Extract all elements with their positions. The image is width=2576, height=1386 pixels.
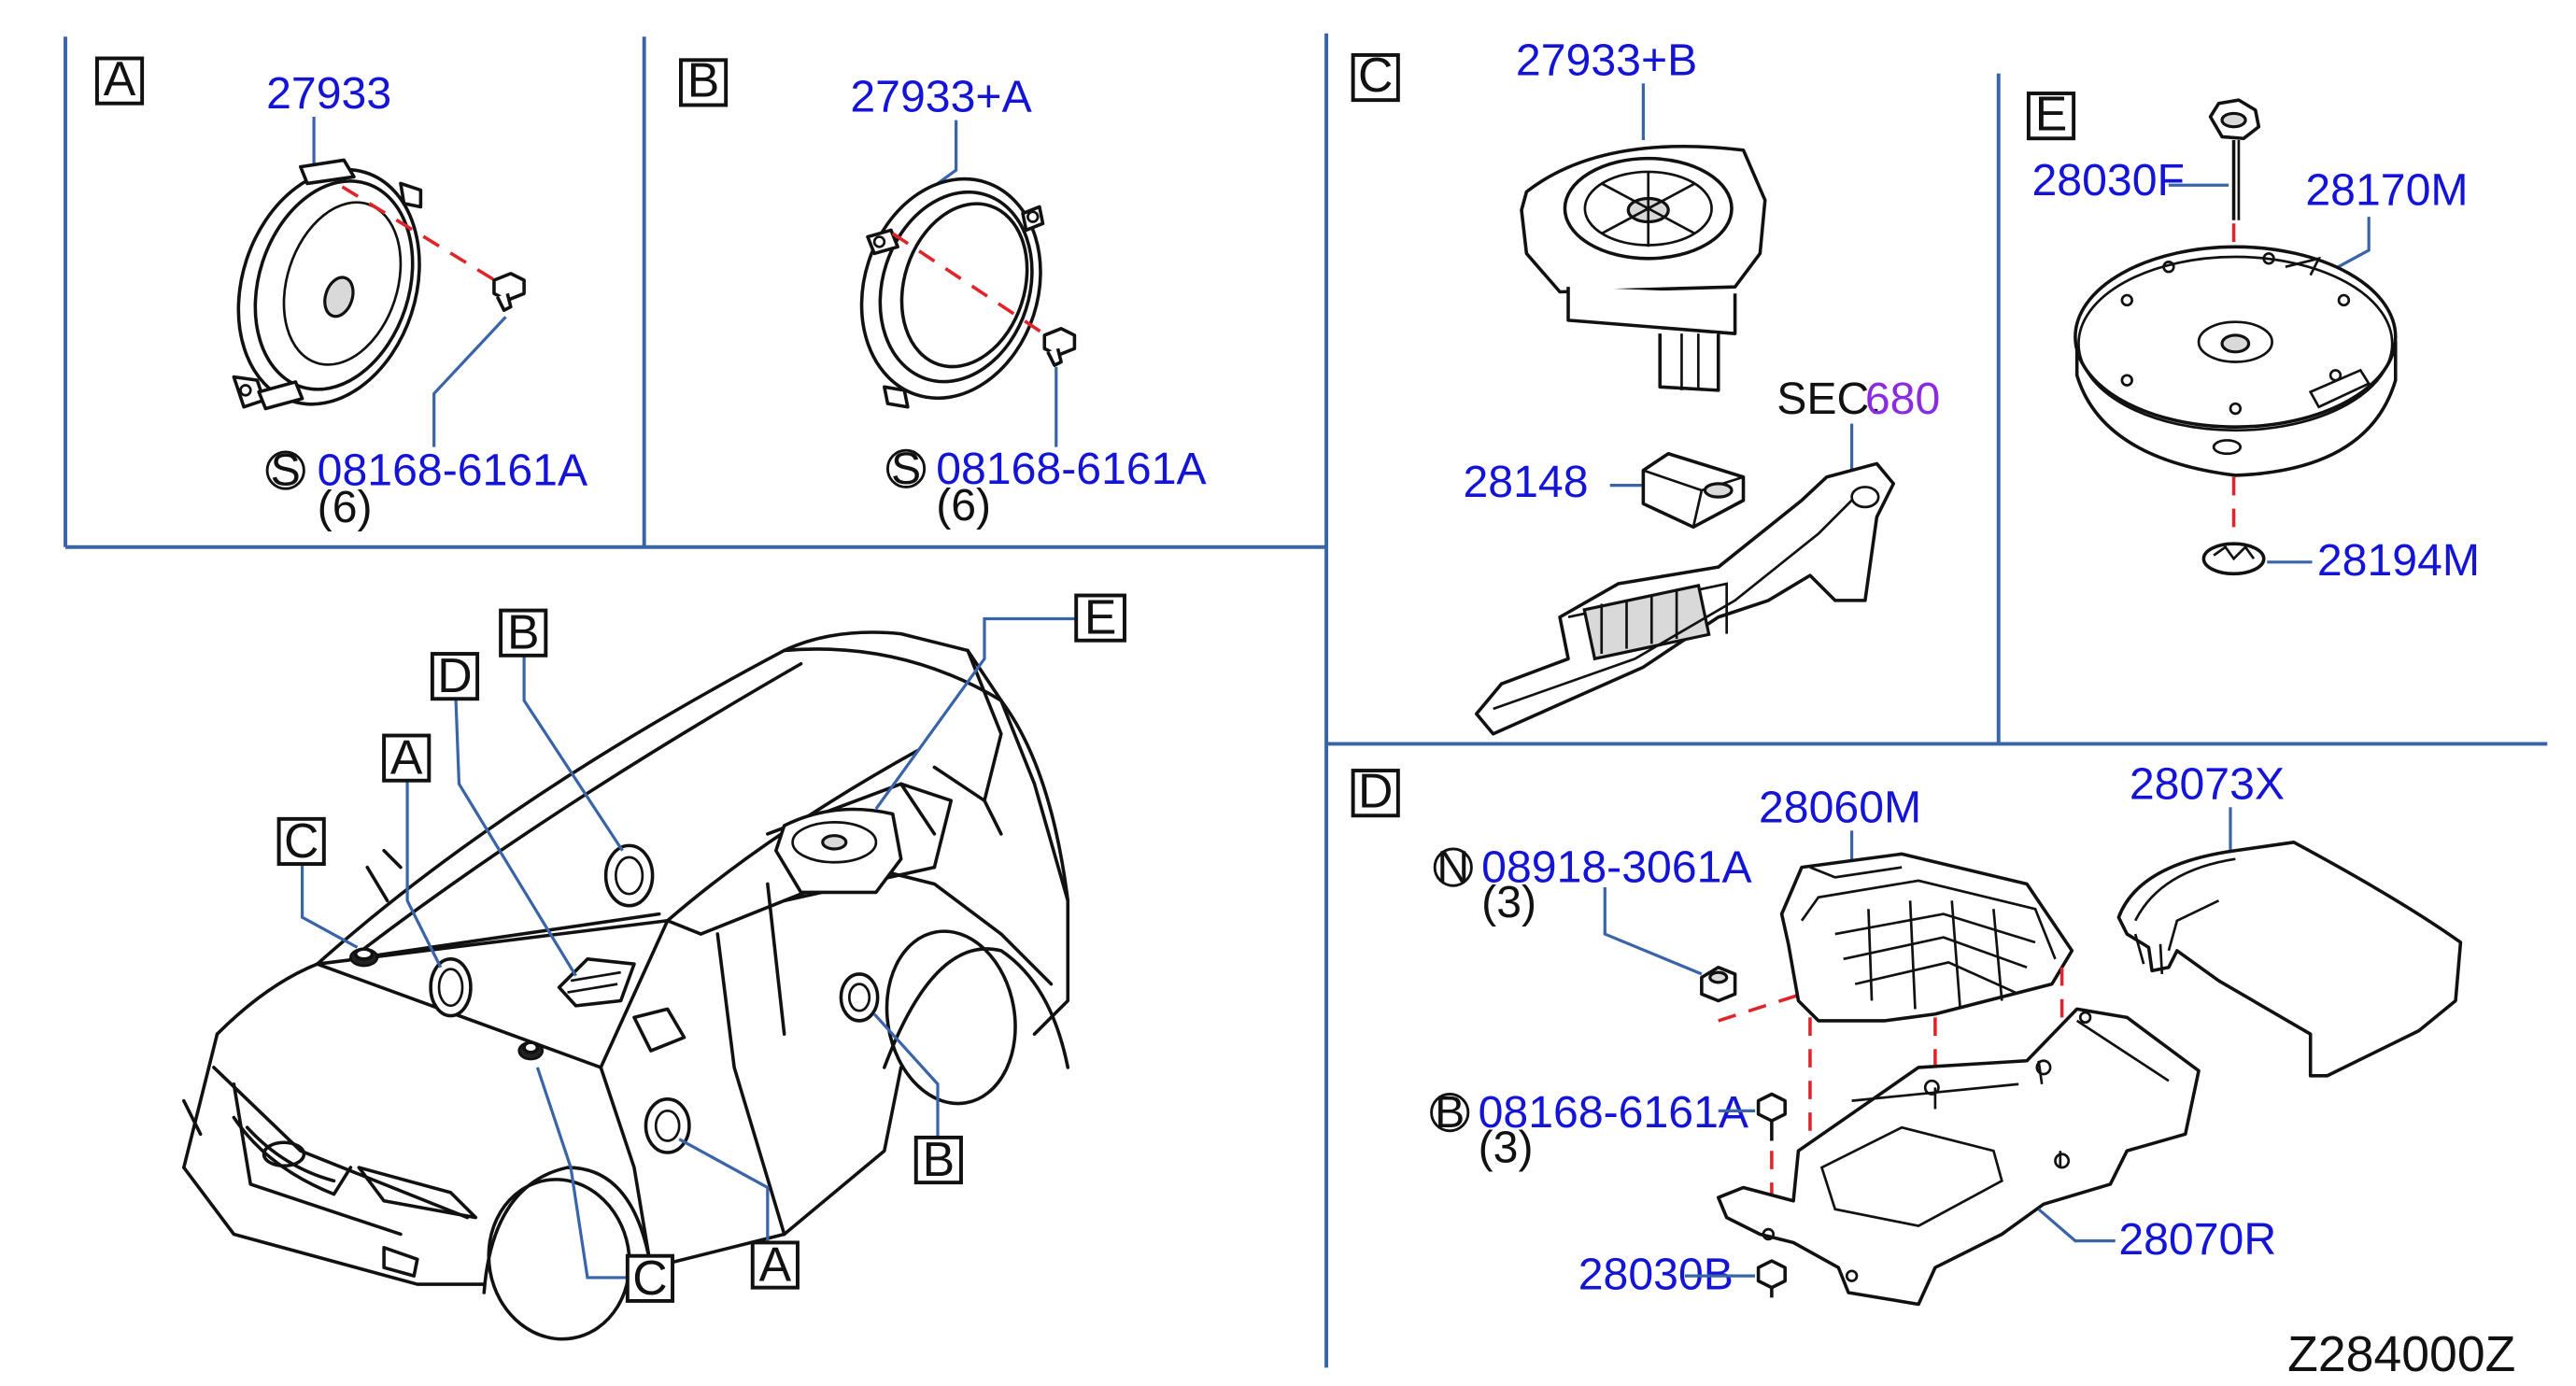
vehicle-overview: C A D B E B A C [182,590,1126,1341]
panel-d-label: D [1358,763,1393,817]
panel-d-bracket-part-number[interactable]: 28070R [2118,1214,2276,1265]
panel-a-speaker-part-number[interactable]: 27933 [266,68,391,119]
panel-d-nut-part-number[interactable]: 08918-3061A [1481,842,1752,893]
panel-b-label: B [687,53,720,107]
panel-a-screw-quantity: (6) [318,482,373,532]
nut-d [1700,965,1737,1003]
callout-box-a-lower [750,1240,800,1290]
panel-e: E 28030F 28170M [2026,86,2480,586]
callout-b-lower[interactable]: B [923,1132,955,1186]
panel-b-screw-symbol: S [891,444,921,494]
callout-b-upper[interactable]: B [507,605,540,659]
screw-b [1042,327,1077,367]
panel-a-label: A [104,51,136,106]
bolt-d [1756,1092,1787,1141]
bracket-28070r [1716,1007,2201,1307]
panel-d-nut-symbol: N [1437,842,1469,893]
amplifier-28060m [1779,852,2074,1023]
panel-d: D N 08918-3061A (3) 28060M 28073X [1351,758,2463,1307]
panel-d-amplifier-part-number[interactable]: 28060M [1759,782,1921,832]
tweeter-c [1520,145,1767,392]
car-amplifier [557,957,636,1008]
panel-d-label-box [1351,769,1400,818]
car-speaker-front-lower [644,1097,691,1154]
panel-d-bolt-quantity: (3) [1479,1123,1534,1173]
callout-box-a-upper [382,733,432,783]
panel-d-screw-part-number[interactable]: 28030B [1578,1249,1734,1299]
car-tweeter-left [349,947,379,968]
panel-c-label-box [1351,52,1400,103]
panel-e-woofer-part-number[interactable]: 28170M [2305,165,2468,216]
panel-d-bolt-symbol-circle [1430,1093,1470,1133]
panel-d-nut-quantity: (3) [1481,877,1536,927]
callout-a-lower[interactable]: A [759,1237,792,1291]
callout-box-c-lower [625,1253,675,1303]
callout-d[interactable]: D [437,648,472,702]
panel-d-bolt-part-number[interactable]: 08168-6161A [1479,1087,1749,1138]
panel-b-screw-part-number[interactable]: 08168-6161A [936,444,1207,494]
panel-c-sec-number[interactable]: 680 [1865,374,1940,424]
panel-b-label-box [679,58,729,107]
panel-e-clip-part-number[interactable]: 28194M [2317,535,2480,586]
panel-frames [64,33,2548,1368]
panel-e-bolt-part-number[interactable]: 28030F [2031,155,2185,205]
panel-b-speaker-part-number[interactable]: 27933+A [850,72,1032,122]
panel-b: B 27933+A S 08168-6161A (6) [679,53,1208,530]
panel-c-sec-prefix: SEC. [1776,374,1882,424]
screw-28030b [1756,1259,1787,1298]
clip-28194m [2201,542,2266,576]
car-speaker-rear-upper [603,843,655,908]
car-speaker-rear-door [839,972,880,1023]
callout-c-lower[interactable]: C [632,1251,667,1305]
car-speaker-front-door [429,957,473,1018]
vehicle-outline [182,630,1070,1341]
panel-a: A 27933 S 08168-6161A (6) [94,51,588,532]
callout-e[interactable]: E [1084,590,1117,644]
callout-box-b-lower [913,1135,963,1185]
panel-d-bolt-symbol: B [1435,1087,1465,1138]
callout-c-left[interactable]: C [284,813,318,868]
panel-c-bracket-part-number[interactable]: 28148 [1464,457,1589,507]
bracket-28148 [1641,451,1746,530]
car-tweeter-right [517,1040,545,1061]
instrument-panel-section [1475,461,1896,736]
panel-d-cover-part-number[interactable]: 28073X [2130,758,2285,809]
car-subwoofer [773,807,903,895]
callout-box-c-left [276,816,326,867]
panel-c-tweeter-part-number[interactable]: 27933+B [1516,35,1697,85]
screw-a [492,272,526,312]
panel-b-screw-symbol-circle [885,448,927,488]
callout-box-b-upper [499,608,548,658]
callout-a-upper[interactable]: A [390,730,423,785]
panel-d-nut-symbol-circle [1433,847,1473,887]
panel-e-label: E [2035,86,2068,140]
cover-28073x [2116,841,2463,1078]
panel-c-label: C [1358,48,1393,102]
panel-a-screw-symbol: S [271,446,301,496]
panel-e-label-box [2026,92,2076,141]
panel-b-screw-quantity: (6) [936,480,991,530]
panel-a-label-box [94,56,145,106]
callout-box-d [430,652,480,701]
door-speaker-a [232,158,423,411]
panel-a-screw-symbol-circle [265,450,305,490]
door-speaker-b [859,177,1045,409]
callout-box-e [1074,593,1126,643]
panel-a-screw-part-number[interactable]: 08168-6161A [318,446,588,496]
panel-c: C 27933+B SEC. 680 28148 [1351,35,1940,736]
diagram-code: Z284000Z [2287,1327,2515,1382]
subwoofer-e [2074,245,2398,477]
bolt-28030f [2208,98,2261,220]
